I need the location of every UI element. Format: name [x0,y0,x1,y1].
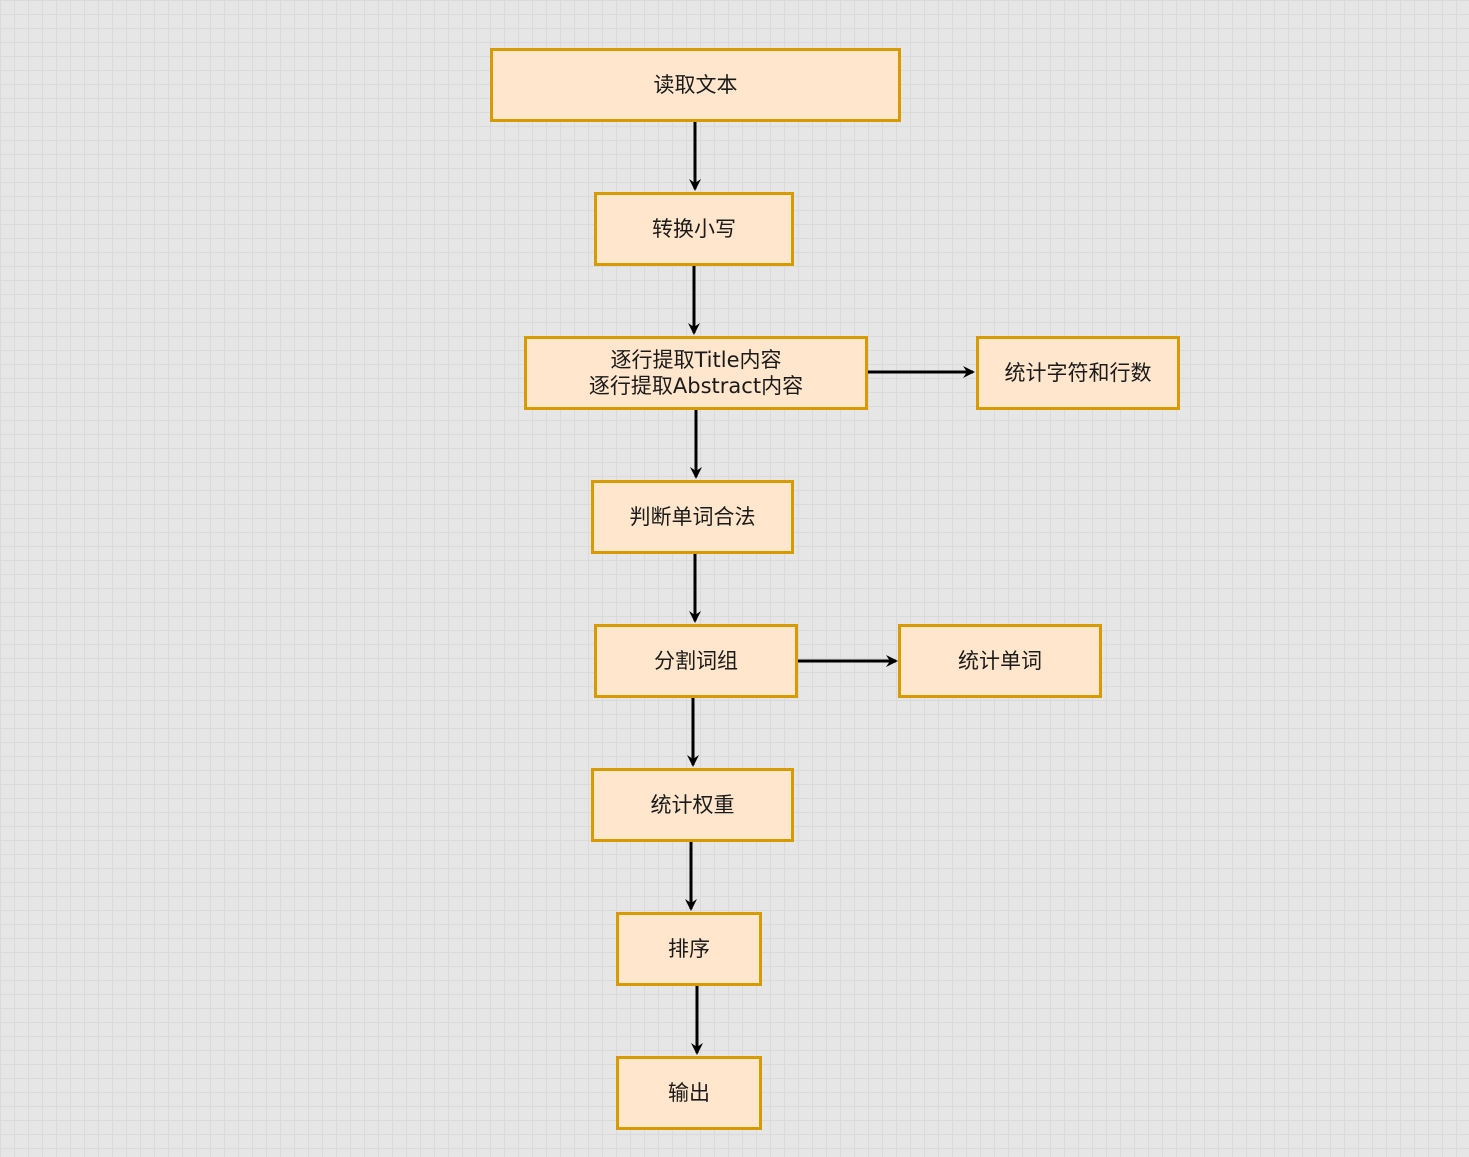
node-extract-title-label: 逐行提取Title内容 [610,348,782,372]
node-split-phrases-label: 分割词组 [654,649,738,673]
node-split-phrases[interactable]: 分割词组 [594,624,798,698]
node-output[interactable]: 输出 [616,1056,762,1130]
node-count-weight-label: 统计权重 [650,793,735,817]
node-count-words-label: 统计单词 [958,649,1042,673]
node-validate-word-label: 判断单词合法 [629,505,756,529]
node-count-chars-lines[interactable]: 统计字符和行数 [976,336,1180,410]
node-count-chars-lines-label: 统计字符和行数 [1004,361,1152,385]
node-count-words[interactable]: 统计单词 [898,624,1102,698]
node-extract-abstract-label: 逐行提取Abstract内容 [588,374,804,398]
node-output-label: 输出 [668,1081,710,1105]
node-read-text[interactable]: 读取文本 [490,48,901,122]
node-count-weight[interactable]: 统计权重 [591,768,794,842]
node-to-lowercase-label: 转换小写 [652,217,736,241]
node-sort-label: 排序 [668,937,710,961]
node-read-text-label: 读取文本 [653,73,738,97]
node-to-lowercase[interactable]: 转换小写 [594,192,794,266]
node-extract-content[interactable]: 逐行提取Title内容 逐行提取Abstract内容 [524,336,868,410]
node-sort[interactable]: 排序 [616,912,762,986]
node-validate-word[interactable]: 判断单词合法 [591,480,794,554]
